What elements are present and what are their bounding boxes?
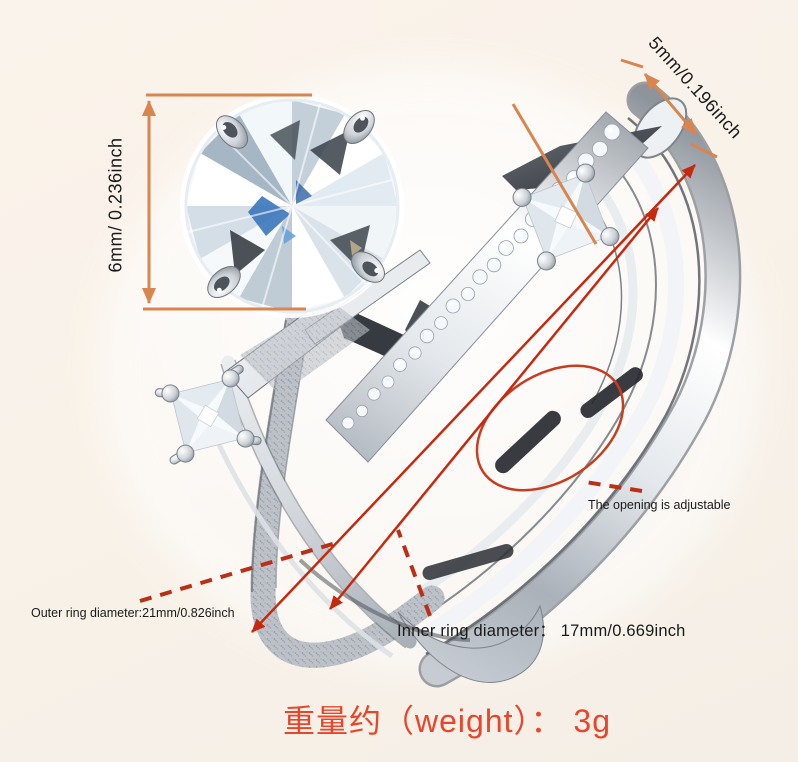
- outer-diameter-label: Outer ring diameter:21mm/0.826inch: [31, 606, 235, 620]
- diameter-lines: [251, 164, 696, 633]
- opening-callout: [584, 480, 643, 493]
- outer-diameter-callout: [139, 541, 337, 603]
- inner-diameter-label: Inner ring diameter： 17mm/0.669inch: [397, 622, 686, 640]
- inner-diameter-line: [329, 207, 659, 610]
- dashed-callout-lines: [139, 480, 643, 617]
- inner-diameter-callout: [396, 529, 432, 617]
- opening-note-label: The opening is adjustable: [588, 498, 731, 512]
- side-stone-left: [154, 364, 262, 465]
- main-stone-size-label: 6mm/ 0.236inch: [105, 137, 126, 273]
- weight-label: 重量约（weight）： 3g: [283, 703, 611, 739]
- main-diamond: [180, 94, 404, 318]
